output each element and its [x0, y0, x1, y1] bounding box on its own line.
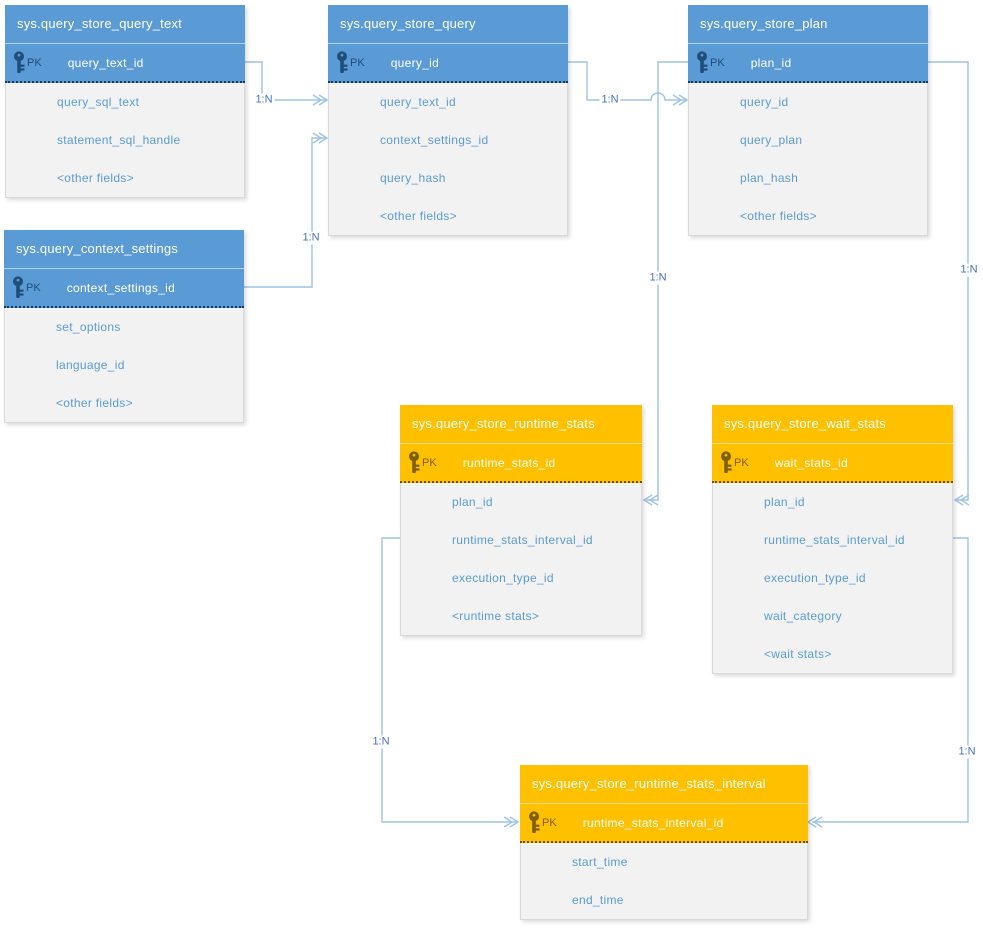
relationship-line-context-settings — [244, 137, 326, 288]
field-row: plan_hash — [740, 171, 799, 185]
field-row: runtime_stats_interval_id — [764, 533, 905, 547]
table-body: set_options language_id <other fields> — [4, 308, 244, 423]
field-row: <wait stats> — [764, 647, 832, 661]
pk-label: PK — [27, 56, 42, 69]
pk-label: PK — [26, 281, 41, 294]
pk-row: PK context_settings_id — [4, 269, 244, 308]
field-row: query_sql_text — [57, 95, 140, 109]
field-row: <runtime stats> — [452, 609, 540, 623]
pk-label: PK — [542, 816, 557, 829]
table-query-store-query: sys.query_store_query PK query_id query_… — [328, 5, 568, 236]
pk-label: PK — [710, 56, 725, 69]
primary-key-icon — [720, 451, 733, 474]
field-row: context_settings_id — [380, 133, 489, 147]
pk-field-name: wait_stats_id — [774, 455, 848, 470]
field-row: set_options — [56, 320, 121, 334]
field-row: language_id — [56, 358, 125, 372]
table-body: query_text_id context_settings_id query_… — [328, 83, 568, 236]
field-row: <other fields> — [57, 171, 134, 185]
table-title: sys.query_context_settings — [4, 230, 244, 269]
field-row: statement_sql_handle — [57, 133, 181, 147]
table-body: query_sql_text statement_sql_handle <oth… — [5, 83, 245, 198]
primary-key-icon — [12, 276, 25, 299]
table-query-store-wait-stats: sys.query_store_wait_stats PK wait_stats… — [712, 405, 953, 674]
cardinality-label: 1:N — [253, 93, 275, 107]
field-row: <other fields> — [56, 396, 133, 410]
table-title: sys.query_store_runtime_stats_interval — [520, 765, 808, 804]
table-title: sys.query_store_query_text — [5, 5, 245, 44]
field-row: end_time — [572, 893, 624, 907]
primary-key-icon — [13, 51, 26, 74]
field-row: start_time — [572, 855, 628, 869]
table-body: query_id query_plan plan_hash <other fie… — [688, 83, 928, 236]
table-title: sys.query_store_wait_stats — [712, 405, 953, 444]
relationship-line-query-plan — [568, 61, 686, 101]
table-title: sys.query_store_query — [328, 5, 568, 44]
cardinality-label: 1:N — [958, 263, 980, 277]
pk-row: PK wait_stats_id — [712, 444, 953, 483]
field-row: <other fields> — [740, 209, 817, 223]
table-title: sys.query_store_runtime_stats — [400, 405, 642, 444]
arrowhead-right-icon — [503, 816, 520, 828]
table-query-store-runtime-stats: sys.query_store_runtime_stats PK runtime… — [400, 405, 642, 636]
field-row: <other fields> — [380, 209, 457, 223]
field-row: plan_id — [452, 495, 493, 509]
pk-field-name: runtime_stats_interval_id — [582, 815, 724, 830]
pk-label: PK — [350, 56, 365, 69]
primary-key-icon — [528, 811, 541, 834]
table-query-store-query-text: sys.query_store_query_text PK query_text… — [5, 5, 245, 198]
field-row: runtime_stats_interval_id — [452, 533, 593, 547]
pk-field-name: context_settings_id — [66, 280, 176, 295]
arrowhead-right-icon — [672, 94, 689, 106]
pk-field-name: plan_id — [750, 55, 792, 70]
arrowhead-left-icon — [953, 494, 970, 506]
pk-row: PK runtime_stats_id — [400, 444, 642, 483]
table-query-context-settings: sys.query_context_settings PK context_se… — [4, 230, 244, 423]
cardinality-label: 1:N — [370, 735, 392, 749]
table-body: plan_id runtime_stats_interval_id execut… — [400, 483, 642, 636]
cardinality-label: 1:N — [956, 745, 978, 759]
field-row: query_hash — [380, 171, 446, 185]
table-body: start_time end_time — [520, 843, 808, 920]
arrowhead-right-icon — [312, 94, 329, 106]
primary-key-icon — [408, 451, 421, 474]
field-row: execution_type_id — [452, 571, 554, 585]
pk-label: PK — [734, 456, 749, 469]
pk-row: PK query_id — [328, 44, 568, 83]
pk-row: PK runtime_stats_interval_id — [520, 804, 808, 843]
pk-row: PK query_text_id — [5, 44, 245, 83]
table-title: sys.query_store_plan — [688, 5, 928, 44]
pk-row: PK plan_id — [688, 44, 928, 83]
pk-field-name: query_id — [390, 55, 440, 70]
field-row: wait_category — [764, 609, 842, 623]
arrowhead-right-icon — [312, 132, 329, 144]
field-row: query_id — [740, 95, 789, 109]
field-row: query_plan — [740, 133, 803, 147]
table-body: plan_id runtime_stats_interval_id execut… — [712, 483, 953, 674]
field-row: execution_type_id — [764, 571, 866, 585]
table-query-store-runtime-stats-interval: sys.query_store_runtime_stats_interval P… — [520, 765, 808, 920]
primary-key-icon — [336, 51, 349, 74]
pk-field-name: query_text_id — [67, 55, 144, 70]
cardinality-label: 1:N — [300, 231, 322, 245]
pk-label: PK — [422, 456, 437, 469]
cardinality-label: 1:N — [647, 271, 669, 285]
cardinality-label: 1:N — [599, 93, 621, 107]
field-row: plan_id — [764, 495, 805, 509]
table-query-store-plan: sys.query_store_plan PK plan_id query_id… — [688, 5, 928, 236]
pk-field-name: runtime_stats_id — [462, 455, 556, 470]
primary-key-icon — [696, 51, 709, 74]
arrowhead-left-icon — [806, 816, 823, 828]
field-row: query_text_id — [380, 95, 456, 109]
arrowhead-left-icon — [642, 494, 659, 506]
